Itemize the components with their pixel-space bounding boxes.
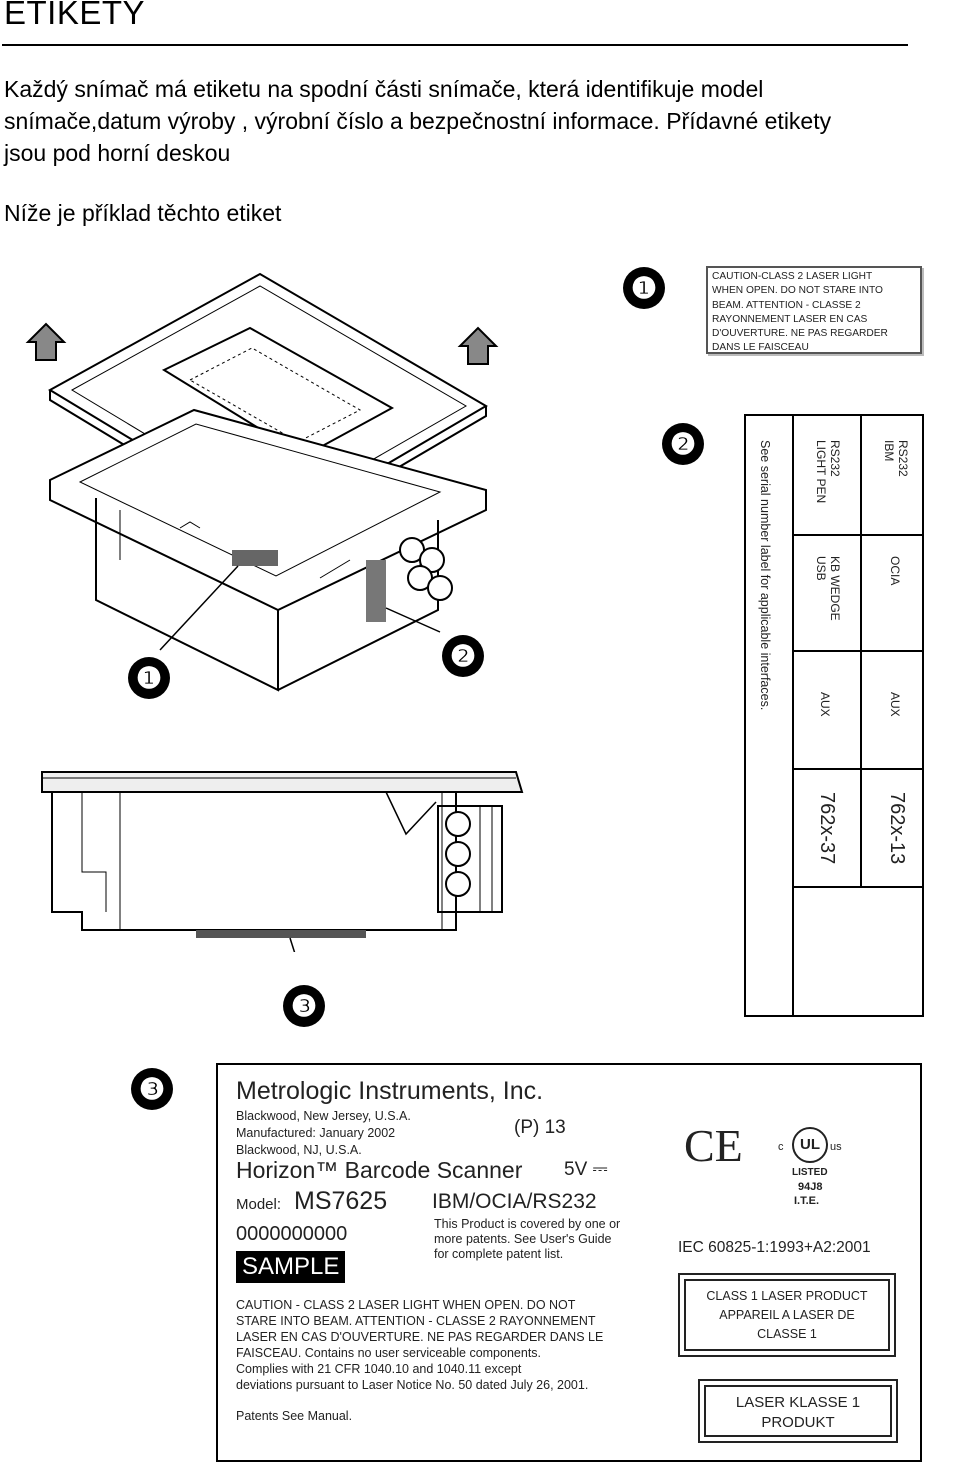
- caution-line: DANS LE FAISCEAU: [712, 342, 809, 354]
- caution-label: CAUTION-CLASS 2 LASER LIGHT WHEN OPEN. D…: [706, 266, 922, 354]
- up-arrow-icon: [25, 322, 67, 361]
- laser-klasse-inner: LASER KLASSE 1 PRODUKT: [704, 1385, 892, 1437]
- callout-three: ❸: [283, 985, 325, 1027]
- label2-divider: [792, 534, 922, 536]
- serial-number: 0000000000: [236, 1223, 348, 1245]
- intro-line: Každý snímač má etiketu na spodní části …: [4, 76, 764, 102]
- label2-footnote: See serial number label for applicable i…: [758, 440, 772, 711]
- label1-callout-one: ❶: [623, 267, 665, 309]
- patents-note-line: for complete patent list.: [434, 1247, 564, 1261]
- laser-klasse-box: LASER KLASSE 1 PRODUKT: [698, 1379, 898, 1443]
- label2-cell: RS232 IBM: [882, 440, 910, 477]
- manufactured-date: Manufactured: January 2002: [236, 1126, 396, 1140]
- p-code: (P) 13: [514, 1117, 566, 1138]
- patents-note: This Product is covered by one or more p…: [434, 1217, 620, 1262]
- address-line: Blackwood, NJ, U.S.A.: [236, 1143, 362, 1157]
- iec-standard: IEC 60825-1:1993+A2:2001: [678, 1239, 871, 1256]
- callout-two: ❷: [442, 635, 484, 677]
- label2-cell: 762x-37: [816, 792, 838, 865]
- patents-note-line: This Product is covered by one or: [434, 1217, 621, 1231]
- patents-text: Patents See Manual.: [236, 1409, 353, 1423]
- caution-line: CAUTION-CLASS 2 LASER LIGHT: [712, 271, 873, 282]
- interfaces: IBM/OCIA/RS232: [432, 1190, 597, 1213]
- ul-ite: I.T.E.: [794, 1195, 820, 1207]
- ul-circle: UL: [792, 1127, 828, 1163]
- ul-listed: LISTED: [792, 1167, 828, 1178]
- scanner-exploded-illustration: [25, 272, 499, 692]
- label2-cell: OCIA: [888, 556, 902, 586]
- caution-text: CAUTION - CLASS 2 LASER LIGHT WHEN OPEN.…: [236, 1297, 603, 1393]
- class1-laser-inner: CLASS 1 LASER PRODUCT APPAREIL A LASER D…: [684, 1279, 890, 1351]
- interface-label: See serial number label for applicable i…: [744, 414, 924, 1017]
- ul-number: 94J8: [798, 1181, 823, 1193]
- caution-line: BEAM. ATTENTION - CLASSE 2: [712, 299, 861, 311]
- caution-line: LASER EN CAS D'OUVERTURE. NE PAS REGARDE…: [236, 1330, 604, 1344]
- label3-callout-three: ❸: [131, 1068, 173, 1110]
- voltage: 5V ⎓: [564, 1159, 608, 1180]
- label2-divider: [792, 416, 794, 1015]
- scanner-side-illustration: [41, 771, 524, 952]
- class1-line: CLASSE 1: [757, 1327, 817, 1341]
- patents-note-line: more patents. See User's Guide: [434, 1232, 612, 1246]
- ul-c: c: [778, 1141, 784, 1153]
- model-number: MS7625: [294, 1187, 388, 1215]
- intro-paragraph: Každý snímač má etiketu na spodní části …: [4, 73, 831, 169]
- sample-badge: SAMPLE: [236, 1251, 346, 1283]
- example-text: Níže je příklad těchto etiket: [4, 200, 282, 226]
- intro-line: jsou pod horní deskou: [4, 140, 231, 166]
- caution-line: CAUTION - CLASS 2 LASER LIGHT WHEN OPEN.…: [236, 1298, 576, 1312]
- ce-mark-icon: CE: [684, 1120, 743, 1171]
- ul-listed-mark-icon: c UL us LISTED 94J8 I.T.E.: [778, 1125, 848, 1215]
- label2-divider: [792, 768, 922, 770]
- caution-line: RAYONNEMENT LASER EN CAS: [712, 313, 868, 325]
- caution-line: FAISCEAU. Contains no user serviceable c…: [236, 1346, 542, 1360]
- class1-line: CLASS 1 LASER PRODUCT: [706, 1289, 868, 1303]
- class1-line: APPAREIL A LASER DE: [719, 1308, 855, 1322]
- label2-divider: [792, 650, 922, 652]
- intro-line: snímače,datum výroby , výrobní číslo a b…: [4, 108, 832, 134]
- label2-cell: AUX: [818, 692, 832, 717]
- label2-cell: AUX: [888, 692, 902, 717]
- class1-laser-box: CLASS 1 LASER PRODUCT APPAREIL A LASER D…: [678, 1273, 896, 1357]
- label2-callout-two: ❷: [662, 423, 704, 465]
- address-line: Blackwood, New Jersey, U.S.A.: [236, 1109, 411, 1123]
- model-caption: Model:: [236, 1196, 282, 1213]
- caution-line: deviations pursuant to Laser Notice No. …: [236, 1378, 589, 1392]
- caution-line: WHEN OPEN. DO NOT STARE INTO: [712, 285, 883, 297]
- label2-cell: 762x-13: [886, 792, 908, 865]
- klasse-line: PRODUKT: [761, 1414, 835, 1431]
- up-arrow-icon: [457, 326, 499, 365]
- caution-line: Complies with 21 CFR 1040.10 and 1040.11…: [236, 1362, 522, 1376]
- klasse-line: LASER KLASSE 1: [735, 1394, 861, 1411]
- serial-number-label: Metrologic Instruments, Inc. Blackwood, …: [216, 1063, 922, 1462]
- ul-us: us: [830, 1141, 842, 1153]
- page-heading: ETIKETY: [4, 0, 146, 31]
- heading-rule: [2, 44, 908, 46]
- label2-divider: [792, 886, 922, 888]
- caution-line: D'OUVERTURE. NE PAS REGARDER: [712, 328, 888, 340]
- company-name: Metrologic Instruments, Inc.: [236, 1077, 544, 1105]
- label2-cell: KB WEDGE USB: [814, 556, 842, 621]
- callout-one: ❶: [128, 657, 170, 699]
- label2-cell: RS232 LIGHT PEN: [814, 440, 842, 504]
- caution-line: STARE INTO BEAM. ATTENTION - CLASSE 2 RA…: [236, 1314, 596, 1328]
- product-name: Horizon™ Barcode Scanner: [236, 1157, 523, 1183]
